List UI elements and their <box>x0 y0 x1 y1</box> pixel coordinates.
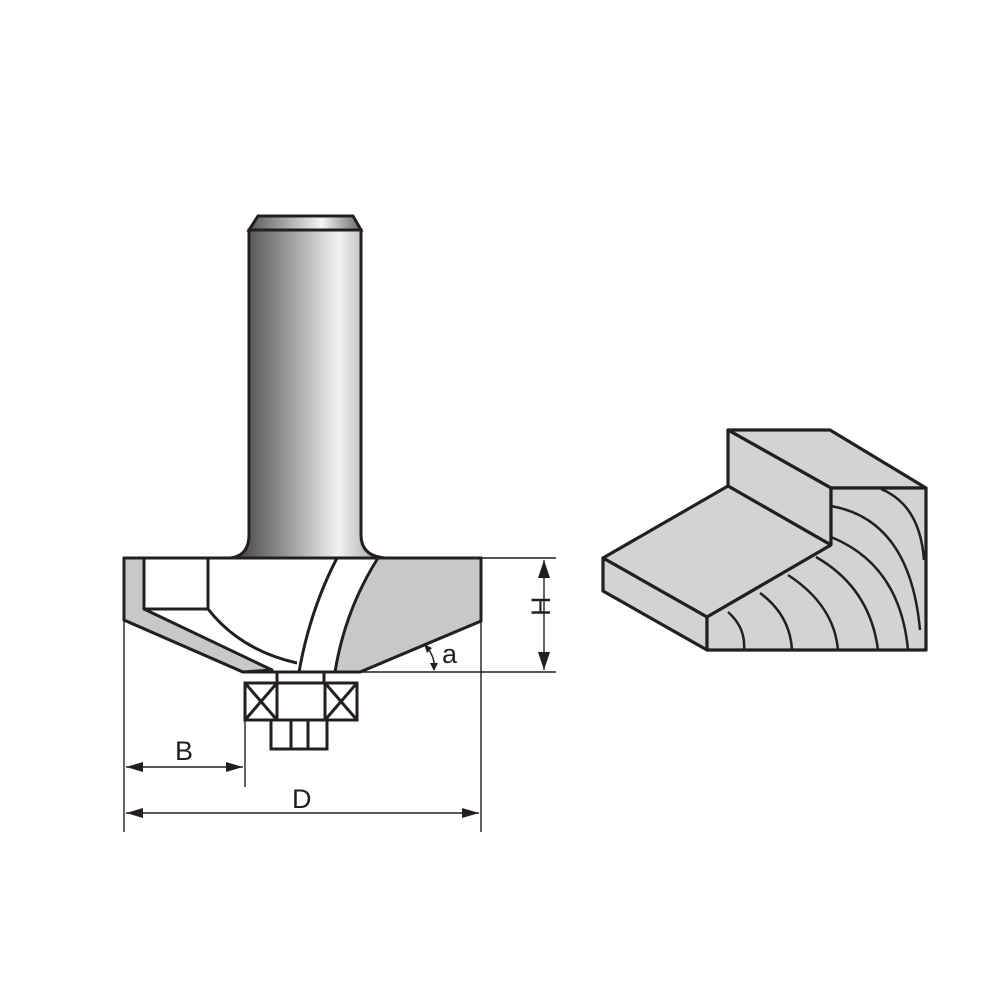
dimension-label-angle: a <box>442 639 458 669</box>
dimension-arrows <box>126 560 550 818</box>
dimension-lines <box>123 557 556 832</box>
shank <box>229 214 386 560</box>
dimension-label-d: D <box>292 784 312 814</box>
bearing-screw <box>269 718 329 751</box>
bearing <box>243 670 359 722</box>
cutter-body <box>122 556 483 674</box>
dimension-label-b: B <box>175 736 193 766</box>
wood-profile <box>601 428 928 652</box>
wood-grain <box>727 487 926 651</box>
dimension-label-h: H <box>526 597 556 617</box>
